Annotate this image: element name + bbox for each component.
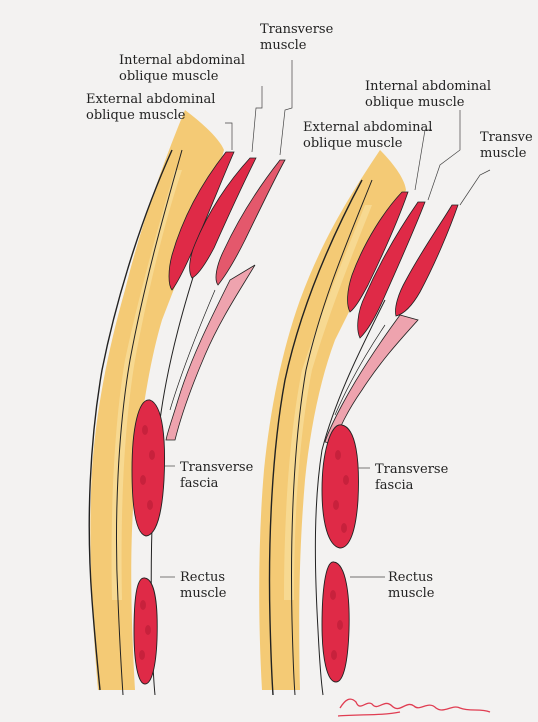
right-label-transverse-fascia: Transverse fascia <box>375 462 448 494</box>
artist-signature <box>338 699 490 716</box>
right-fascia-oval <box>322 425 358 548</box>
right-label-transverse-muscle: Transve muscle <box>480 130 533 162</box>
right-label-external-oblique: External abdominal oblique muscle <box>303 120 432 152</box>
left-label-internal-oblique: Internal abdominal oblique muscle <box>119 53 245 85</box>
right-rectus-oval <box>322 562 349 682</box>
right-diagram <box>259 110 490 695</box>
right-label-rectus-muscle: Rectus muscle <box>388 570 435 602</box>
left-label-transverse-fascia: Transverse fascia <box>180 460 253 492</box>
left-fascia-oval <box>132 400 165 536</box>
left-label-rectus-muscle: Rectus muscle <box>180 570 227 602</box>
left-aponeurosis-line <box>170 290 215 410</box>
left-label-external-oblique: External abdominal oblique muscle <box>86 92 215 124</box>
left-label-transverse-muscle: Transverse muscle <box>260 22 333 54</box>
left-transverse-muscle <box>216 160 285 285</box>
left-aponeurosis <box>166 265 255 440</box>
right-label-internal-oblique: Internal abdominal oblique muscle <box>365 79 491 111</box>
